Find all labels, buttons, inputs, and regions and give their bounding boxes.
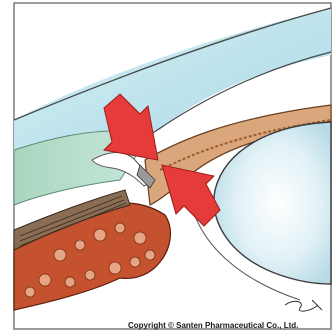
copyright-caption: Copyright © Santen Pharmaceutical Co., L… <box>128 321 333 331</box>
